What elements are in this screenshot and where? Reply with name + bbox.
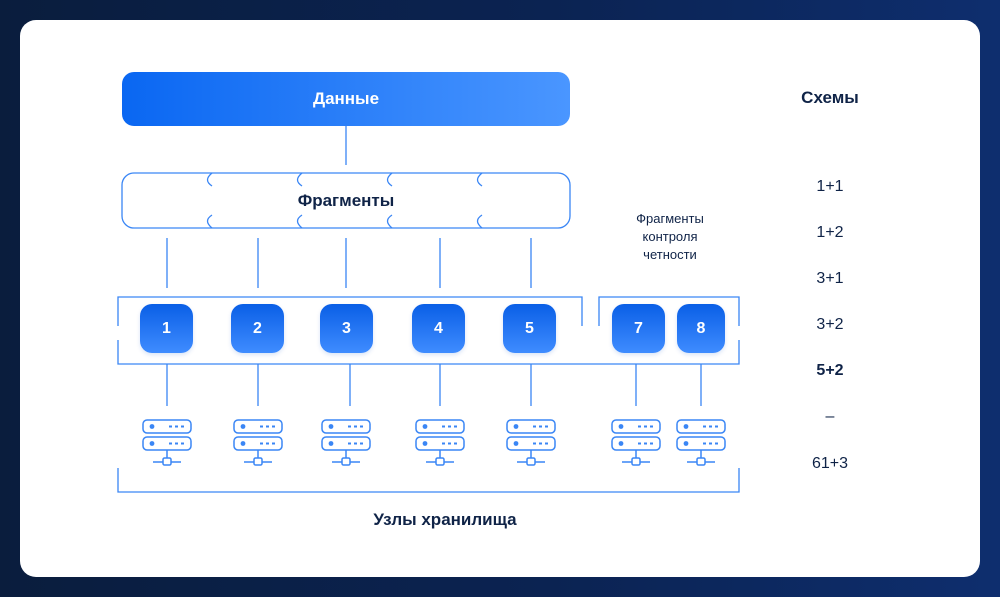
data-node-5: 5 — [503, 304, 556, 353]
server-icon — [142, 419, 192, 466]
data-node-3: 3 — [320, 304, 373, 353]
scheme-item: 61+3 — [811, 455, 849, 472]
fragments-label: Фрагменты — [297, 190, 395, 210]
storage-bracket — [117, 468, 740, 493]
schemes-title: Схемы — [801, 88, 859, 107]
fragments-outline — [121, 172, 571, 229]
storage-nodes-label: Узлы хранилища — [373, 510, 517, 529]
parity-node-8: 8 — [677, 304, 725, 353]
data-block: Данные — [122, 72, 570, 126]
server-icon — [676, 419, 726, 466]
data-node-1: 1 — [140, 304, 193, 353]
data-node-4: 4 — [412, 304, 465, 353]
data-node-2: 2 — [231, 304, 284, 353]
scheme-item: 1+1 — [816, 178, 844, 195]
server-icon — [415, 419, 465, 466]
server-icon — [611, 419, 661, 466]
scheme-item-selected: 5+2 — [816, 362, 844, 379]
parity-label-line: четности — [643, 247, 697, 262]
data-nodes-bracket — [117, 296, 583, 326]
server-icon — [321, 419, 371, 466]
parity-label-line: Фрагменты — [636, 211, 704, 226]
parity-node-7: 7 — [612, 304, 665, 353]
server-icon — [233, 419, 283, 466]
scheme-item: – — [825, 408, 835, 425]
parity-nodes-bracket — [598, 296, 740, 326]
scheme-item: 3+2 — [816, 316, 844, 333]
parity-label-line: контроля — [642, 229, 698, 244]
scheme-item: 1+2 — [816, 224, 844, 241]
scheme-item: 3+1 — [816, 270, 844, 287]
all-nodes-bracket — [117, 340, 740, 365]
server-icon — [506, 419, 556, 466]
parity-fragments-label: Фрагменты контроля четности — [600, 210, 740, 264]
